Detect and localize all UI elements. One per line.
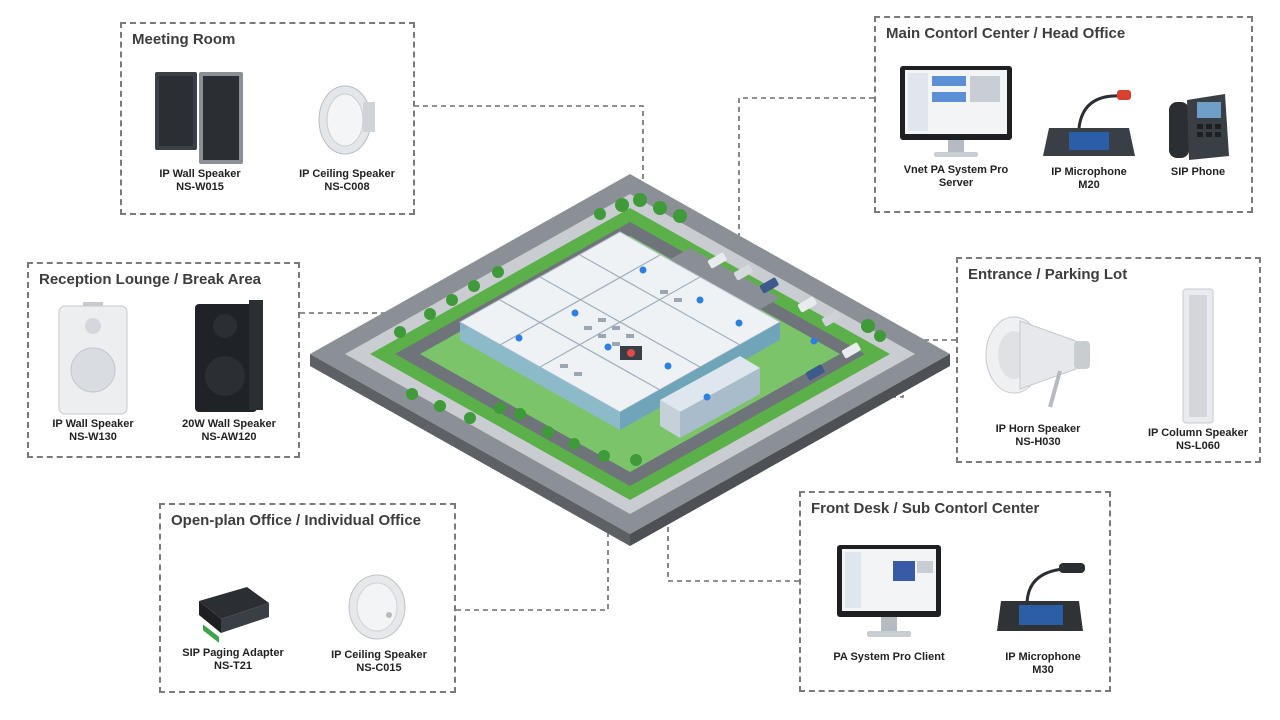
device-label: IP Wall Speaker	[159, 168, 241, 180]
device-model: NS-W015	[176, 181, 224, 193]
device-model: NS-L060	[1175, 440, 1221, 452]
trees	[394, 193, 886, 466]
device-label: Vnet PA System Pro	[903, 164, 1009, 176]
zone-main-control-center: Main Contorl Center / Head Office Vnet P…	[874, 16, 1253, 213]
connector-main	[738, 97, 874, 322]
device-model: NS-C015	[356, 662, 402, 674]
device-label: 20W Wall Speaker	[182, 418, 276, 430]
device-model: M20	[1078, 179, 1100, 191]
device-label: PA System Pro Client	[833, 651, 945, 663]
horn-speaker-icon	[985, 316, 1090, 408]
device-ip-wall-speaker: IP Wall Speaker NS-W015	[140, 68, 260, 194]
desk-phone-icon	[1169, 94, 1229, 160]
device-sip-paging-adapter: SIP Paging Adapter NS-T21	[167, 581, 299, 673]
device-pa-server: Vnet PA System Pro Server	[886, 64, 1026, 190]
device-20w-wall-speaker: 20W Wall Speaker NS-AW120	[169, 298, 289, 444]
parked-cars	[707, 252, 861, 381]
microphone-icon	[997, 563, 1085, 631]
device-label: SIP Paging Adapter	[182, 647, 284, 659]
wall-speaker-pair-icon	[155, 72, 243, 164]
device-label: IP Ceiling Speaker	[331, 649, 427, 661]
device-label: IP Horn Speaker	[995, 423, 1081, 435]
device-label: IP Ceiling Speaker	[299, 168, 395, 180]
device-label: IP Wall Speaker	[52, 418, 134, 430]
device-ip-ceiling-speaker-c015: IP Ceiling Speaker NS-C015	[319, 569, 439, 675]
zone-title: Main Contorl Center / Head Office	[886, 25, 1126, 42]
monitor-icon	[837, 545, 941, 637]
device-model: NS-C008	[324, 181, 370, 193]
zone-entrance-parking: Entrance / Parking Lot IP Horn Speaker N…	[956, 257, 1261, 463]
device-model: Server	[938, 177, 974, 189]
microphone-icon	[1043, 90, 1135, 156]
zone-title: Meeting Room	[132, 31, 236, 48]
device-model: M30	[1032, 664, 1054, 676]
zone-open-plan-office: Open-plan Office / Individual Office SIP…	[159, 503, 456, 693]
device-model: NS-AW120	[201, 431, 257, 443]
device-ip-wall-speaker-w130: IP Wall Speaker NS-W130	[37, 302, 149, 444]
device-label: IP Column Speaker	[1147, 427, 1249, 439]
device-ip-microphone-m20: IP Microphone M20	[1029, 88, 1149, 192]
white-wall-speaker-icon	[58, 302, 128, 415]
speaker-nodes	[515, 266, 818, 401]
paging-adapter-icon	[199, 587, 269, 643]
device-label: IP Microphone	[1051, 166, 1127, 178]
zone-meeting-room: Meeting Room IP Wall Speaker NS-W015 IP …	[120, 22, 415, 215]
device-label: SIP Phone	[1170, 166, 1226, 178]
zone-title: Front Desk / Sub Contorl Center	[811, 500, 1040, 517]
device-ip-column-speaker: IP Column Speaker NS-L060	[1138, 287, 1258, 453]
zone-reception-lounge: Reception Lounge / Break Area IP Wall Sp…	[27, 262, 300, 458]
device-ip-ceiling-speaker: IP Ceiling Speaker NS-C008	[287, 76, 407, 194]
device-model: NS-T21	[214, 660, 252, 672]
device-ip-horn-speaker: IP Horn Speaker NS-H030	[974, 311, 1102, 449]
monitor-icon	[900, 66, 1012, 157]
zone-front-desk: Front Desk / Sub Contorl Center PA Syste…	[799, 491, 1111, 692]
device-model: NS-W130	[69, 431, 117, 443]
black-wall-speaker-icon	[195, 300, 263, 412]
column-speaker-icon	[1182, 288, 1214, 424]
ceiling-speaker-icon	[348, 574, 406, 640]
zone-title: Entrance / Parking Lot	[968, 266, 1128, 283]
office-building	[458, 231, 782, 438]
zone-title: Reception Lounge / Break Area	[39, 271, 261, 288]
device-sip-phone: SIP Phone	[1153, 90, 1243, 179]
device-label: IP Microphone	[1005, 651, 1081, 663]
device-model: NS-H030	[1015, 436, 1061, 448]
device-pa-client: PA System Pro Client	[815, 543, 963, 664]
connector-meeting	[414, 105, 644, 232]
zone-title: Open-plan Office / Individual Office	[171, 512, 422, 529]
ceiling-speaker-icon	[318, 85, 375, 155]
device-ip-microphone-m30: IP Microphone M30	[981, 561, 1105, 677]
